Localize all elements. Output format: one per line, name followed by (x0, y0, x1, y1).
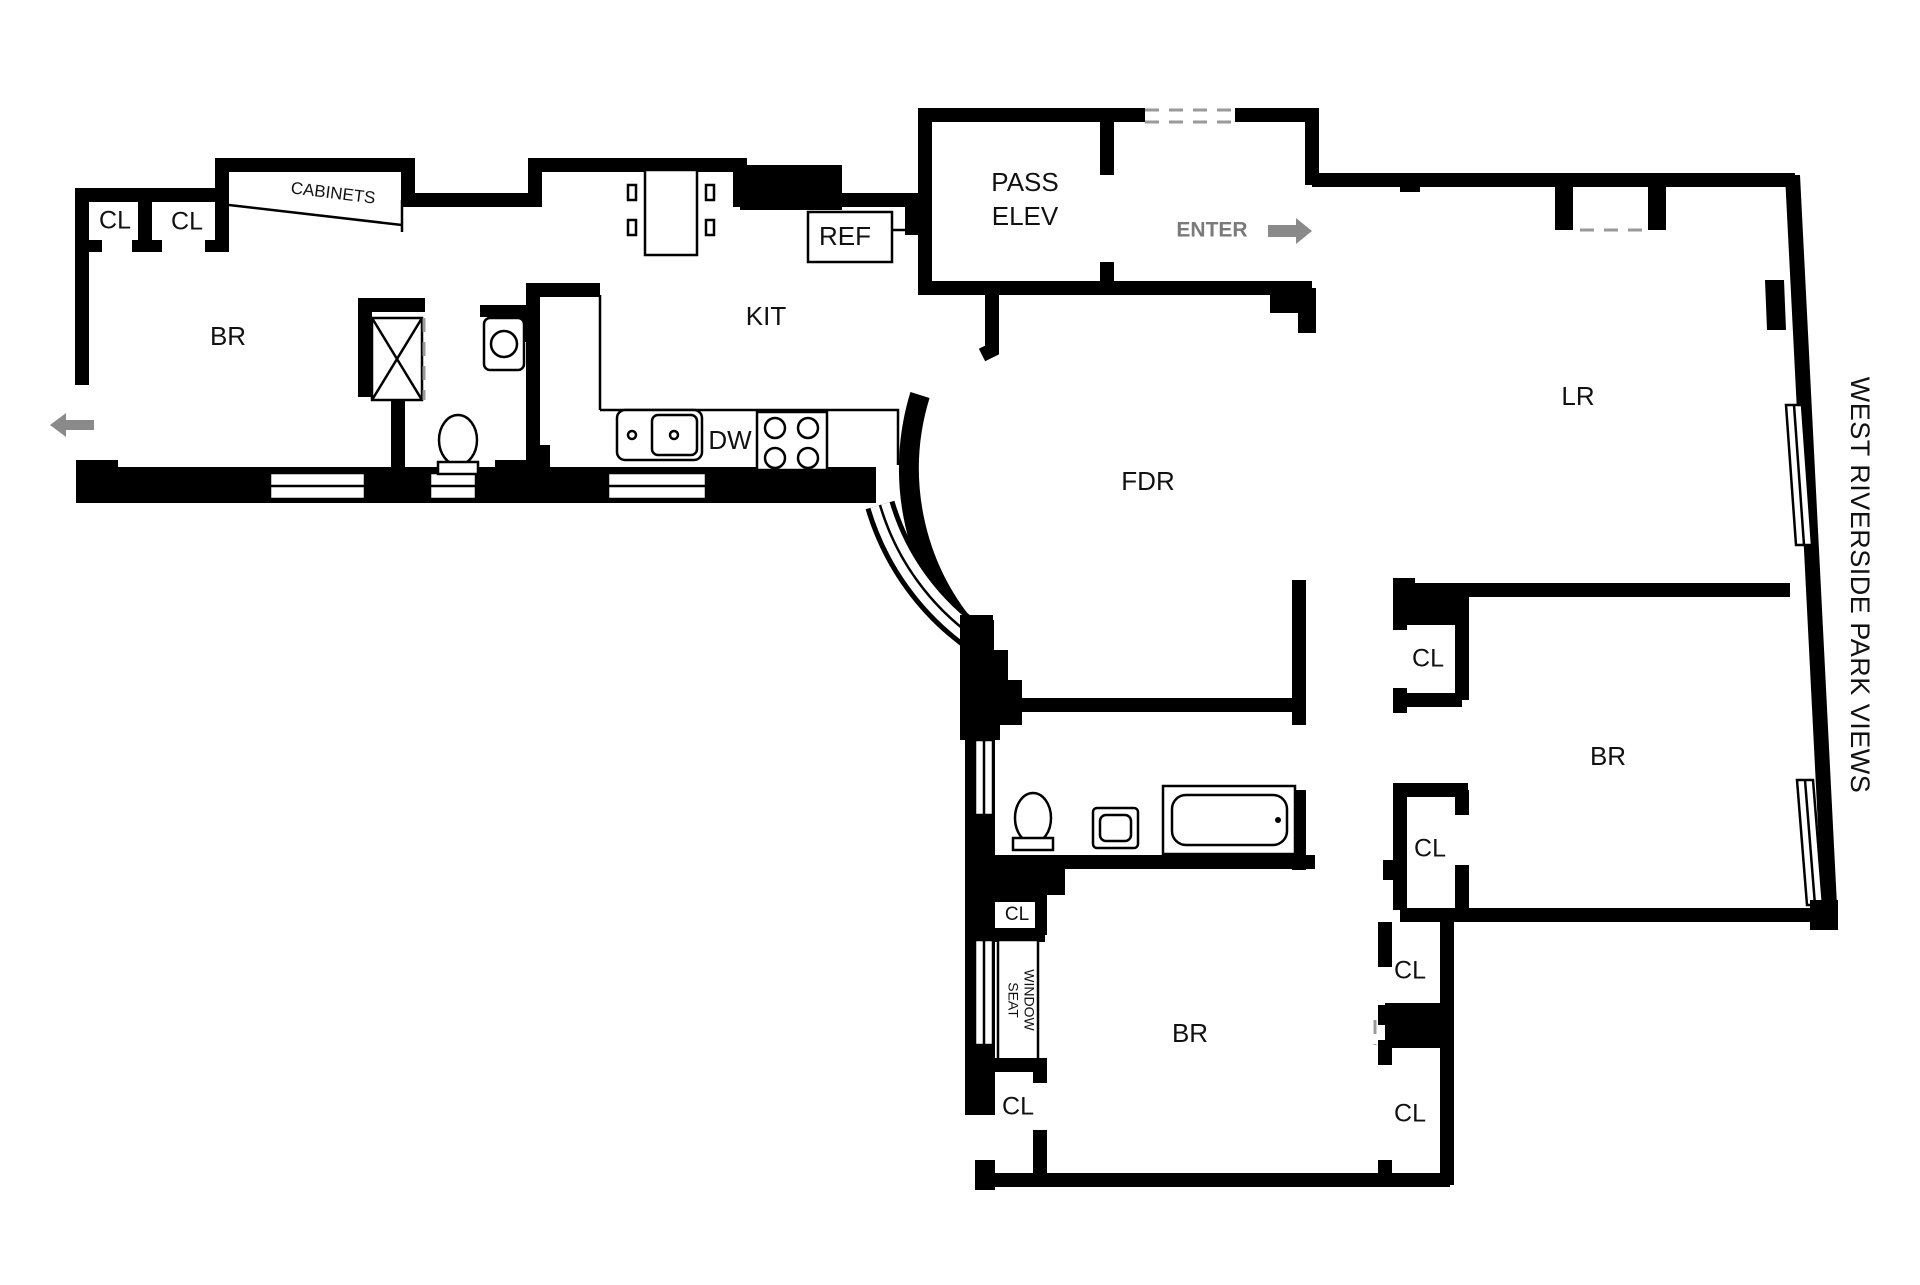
closet-label: CL (1394, 957, 1426, 985)
elevator-label-line2: ELEV (992, 201, 1059, 231)
elevator-entry-walls: PASS ELEV ENTER (918, 108, 1319, 362)
cabinets: CABINETS (228, 178, 404, 232)
cabinets-label: CABINETS (290, 178, 377, 207)
arrow-right-icon (1268, 218, 1312, 244)
room-label-kitchen: KIT (746, 301, 787, 331)
room-label-living-room: LR (1561, 381, 1594, 411)
elevator-label-line1: PASS (991, 167, 1058, 197)
room-label-dining: FDR (1121, 466, 1174, 496)
room-label-bedroom: BR (1172, 1018, 1208, 1048)
closet-label: CL (99, 207, 131, 235)
room-label-bedroom: BR (1590, 741, 1626, 771)
closet-label: CL (1002, 1093, 1034, 1121)
kitchen: REF DW KIT (600, 168, 920, 472)
bay-window-curve (865, 392, 987, 653)
closet-label: CL (1394, 1100, 1426, 1128)
east-walls: LR WEST RIVERSIDE PARK VIEWS (1312, 173, 1875, 930)
room-label-bedroom: BR (210, 321, 246, 351)
refrigerator-label: REF (819, 221, 871, 251)
closet-label: CL (1005, 904, 1029, 925)
west-wing-walls (75, 158, 918, 503)
middle-bedroom-walls: CL BR CL (1383, 578, 1830, 922)
window-seat-label-line1: WINDOW (1021, 969, 1037, 1031)
closet-label: CL (171, 208, 203, 236)
dishwasher-label: DW (708, 425, 752, 455)
closet-label: CL (1412, 645, 1444, 673)
street-label: WEST RIVERSIDE PARK VIEWS (1845, 377, 1875, 794)
closet-label: CL (1414, 835, 1446, 863)
window-seat-label-line2: SEAT (1005, 982, 1021, 1018)
arrow-left-icon (50, 413, 94, 437)
west-bath-fixtures (370, 316, 526, 476)
entry-label: ENTER (1176, 219, 1247, 242)
south-wing-walls: CL WINDOW SEAT CL BR CL CL (960, 580, 1454, 1190)
